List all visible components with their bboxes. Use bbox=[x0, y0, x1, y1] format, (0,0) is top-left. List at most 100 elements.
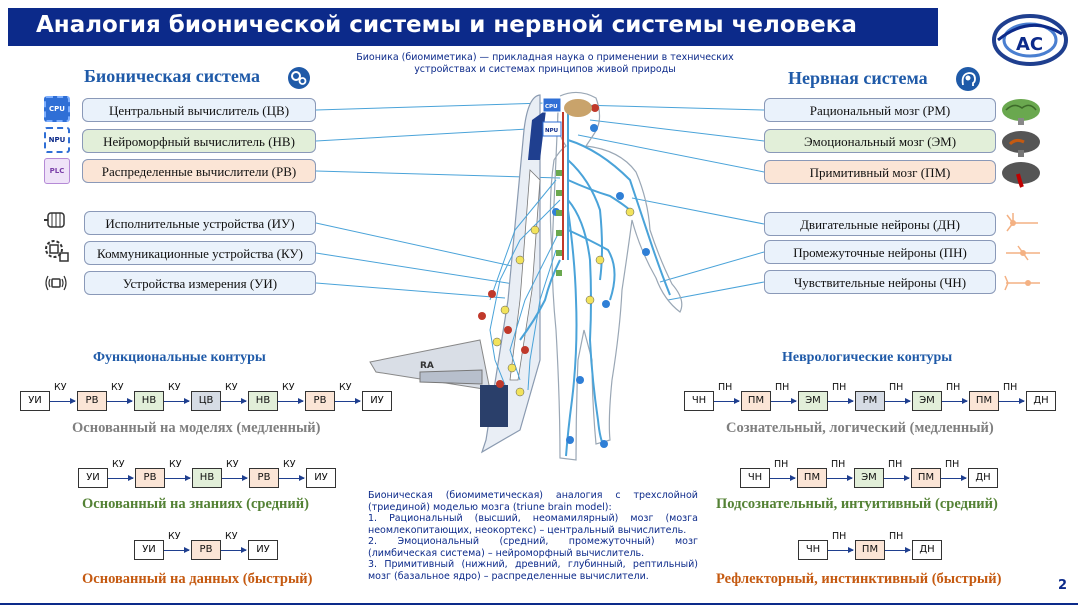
neuro-chain-1-node-5: ЭМ bbox=[912, 391, 942, 411]
functional-chain-2-node-1: УИ bbox=[78, 468, 108, 488]
logo-text: АС bbox=[1016, 34, 1043, 55]
functional-chain-2-edge-label-3: КУ bbox=[226, 459, 239, 470]
brain-green-icon bbox=[1002, 99, 1040, 125]
functional-chain-1-arrow-4 bbox=[221, 398, 247, 404]
neuro-chain-1-node-3: ЭМ bbox=[798, 391, 828, 411]
neuron-icon-motor bbox=[1006, 213, 1038, 232]
box-pm: Примитивный мозг (ПМ) bbox=[764, 160, 996, 184]
fig-cpu-label: CPU bbox=[545, 104, 558, 110]
box-cv: Центральный вычислитель (ЦВ) bbox=[82, 98, 316, 122]
head-icon bbox=[956, 67, 980, 91]
title-bar bbox=[8, 8, 938, 46]
neuro-chain-title-3: Рефлекторный, инстинктивный (быстрый) bbox=[716, 571, 1002, 587]
neuro-chain-title-2: Подсознательный, интуитивный (средний) bbox=[716, 496, 998, 512]
neuro-chain-1-node-6: ПМ bbox=[969, 391, 999, 411]
neuro-chain-1-edge-label-6: ПН bbox=[1003, 382, 1018, 393]
functional-chain-1-edge-label-6: КУ bbox=[339, 382, 352, 393]
note-item-2: 2. Эмоциональный (средний, промежуточный… bbox=[368, 536, 698, 559]
sensor-icon bbox=[45, 275, 67, 291]
box-iu: Исполнительные устройства (ИУ) bbox=[84, 211, 316, 235]
neuro-chain-2-node-4: ПМ bbox=[911, 468, 941, 488]
neuro-chain-1-edge-label-5: ПН bbox=[946, 382, 961, 393]
functional-chain-1-edge-label-4: КУ bbox=[225, 382, 238, 393]
functional-chain-1-node-6: РВ bbox=[305, 391, 335, 411]
neuro-chain-2-edge-label-2: ПН bbox=[831, 459, 846, 470]
neuro-chain-1-node-1: ЧН bbox=[684, 391, 714, 411]
left-heading: Бионическая система bbox=[84, 66, 261, 86]
functional-chain-2-edge-label-4: КУ bbox=[283, 459, 296, 470]
neuro-chain-1-node-7: ДН bbox=[1026, 391, 1056, 411]
right-heading: Нервная система bbox=[788, 68, 928, 88]
head-brain bbox=[564, 99, 592, 117]
wing-label: RA bbox=[420, 361, 434, 371]
functional-chain-title-3: Основанный на данных (быстрый) bbox=[82, 571, 313, 587]
neuro-chain-1-edge-label-4: ПН bbox=[889, 382, 904, 393]
neuro-chain-2-edge-label-1: ПН bbox=[774, 459, 789, 470]
note-item-3: 3. Примитивный (нижний, древний, глубинн… bbox=[368, 559, 698, 582]
functional-chain-1-edge-label-5: КУ bbox=[282, 382, 295, 393]
functional-chain-1-arrow-3 bbox=[164, 398, 190, 404]
neuro-chain-3-node-2: ПМ bbox=[855, 540, 885, 560]
functional-chain-2-edge-label-2: КУ bbox=[169, 459, 182, 470]
connector-lines bbox=[315, 102, 765, 301]
functional-chain-title-1: Основанный на моделях (медленный) bbox=[72, 420, 321, 436]
neuron-icon-sensory bbox=[1004, 275, 1040, 291]
neuro-chain-1-arrow-2 bbox=[771, 398, 797, 404]
neuro-chain-2-arrow-1 bbox=[770, 475, 796, 481]
functional-chain-1-node-3: НВ bbox=[134, 391, 164, 411]
box-ui: Устройства измерения (УИ) bbox=[84, 271, 316, 295]
neuro-chain-1-edge-label-2: ПН bbox=[775, 382, 790, 393]
fig-cpu-chip bbox=[542, 97, 562, 113]
chip-gear-icon bbox=[45, 240, 69, 262]
neuro-chain-2-node-3: ЭМ bbox=[854, 468, 884, 488]
fig-npu-label: NPU bbox=[545, 128, 558, 134]
neuro-chain-2-arrow-3 bbox=[884, 475, 910, 481]
functional-chain-1-edge-label-3: КУ bbox=[168, 382, 181, 393]
box-dn: Двигательные нейроны (ДН) bbox=[764, 212, 996, 236]
neuro-chain-1-arrow-3 bbox=[828, 398, 854, 404]
functional-chain-2-node-3: НВ bbox=[192, 468, 222, 488]
neuro-chain-2-node-5: ДН bbox=[968, 468, 998, 488]
neuro-chain-3-arrow-1 bbox=[828, 547, 854, 553]
box-nv: Нейроморфный вычислитель (НВ) bbox=[82, 129, 316, 153]
box-ku: Коммуникационные устройства (КУ) bbox=[84, 241, 316, 265]
functional-chain-1-node-5: НВ bbox=[248, 391, 278, 411]
neuron-icon-inter bbox=[1006, 245, 1040, 261]
page-number: 2 bbox=[1058, 578, 1068, 593]
functional-chain-3-edge-label-2: КУ bbox=[225, 531, 238, 542]
functional-heading: Функциональные контуры bbox=[93, 350, 266, 365]
box-rv: Распределенные вычислители (РВ) bbox=[82, 159, 316, 183]
functional-chain-1-arrow-6 bbox=[335, 398, 361, 404]
functional-chain-title-2: Основанный на знаниях (средний) bbox=[82, 496, 309, 512]
brain-gray-icon bbox=[1002, 131, 1040, 157]
neuro-chain-3-edge-label-1: ПН bbox=[832, 531, 847, 542]
functional-chain-1-arrow-1 bbox=[50, 398, 76, 404]
functional-chain-1-node-7: ИУ bbox=[362, 391, 392, 411]
functional-chain-2-node-5: ИУ bbox=[306, 468, 336, 488]
neuro-chain-2-arrow-4 bbox=[941, 475, 967, 481]
functional-chain-3-edge-label-1: КУ bbox=[168, 531, 181, 542]
neuro-chain-1-edge-label-3: ПН bbox=[832, 382, 847, 393]
fig-npu-chip bbox=[542, 121, 562, 137]
neuro-chain-2-node-1: ЧН bbox=[740, 468, 770, 488]
functional-chain-1-node-2: РВ bbox=[77, 391, 107, 411]
cpu-icon: CPU bbox=[44, 96, 70, 122]
functional-chain-2-arrow-1 bbox=[108, 475, 134, 481]
functional-chain-3-node-1: УИ bbox=[134, 540, 164, 560]
neuro-chain-1-arrow-6 bbox=[999, 398, 1025, 404]
subtitle: Бионика (биомиметика) — прикладная наука… bbox=[356, 52, 734, 75]
nerve-nodes bbox=[478, 104, 650, 448]
nerve-network bbox=[519, 110, 671, 457]
functional-chain-3-node-3: ИУ bbox=[248, 540, 278, 560]
neuro-chain-2-edge-label-3: ПН bbox=[888, 459, 903, 470]
neuro-chain-2-edge-label-4: ПН bbox=[945, 459, 960, 470]
neuro-chain-3-edge-label-2: ПН bbox=[889, 531, 904, 542]
functional-chain-1-arrow-2 bbox=[107, 398, 133, 404]
triune-note: Бионическая (биомиметическая) аналогия с… bbox=[368, 490, 698, 582]
page-title: Аналогия бионической системы и нервной с… bbox=[36, 12, 857, 38]
functional-chain-1-arrow-5 bbox=[278, 398, 304, 404]
functional-chain-3-arrow-2 bbox=[221, 547, 247, 553]
neuro-chain-3-node-3: ДН bbox=[912, 540, 942, 560]
functional-chain-2-edge-label-1: КУ bbox=[112, 459, 125, 470]
functional-chain-2-node-2: РВ bbox=[135, 468, 165, 488]
